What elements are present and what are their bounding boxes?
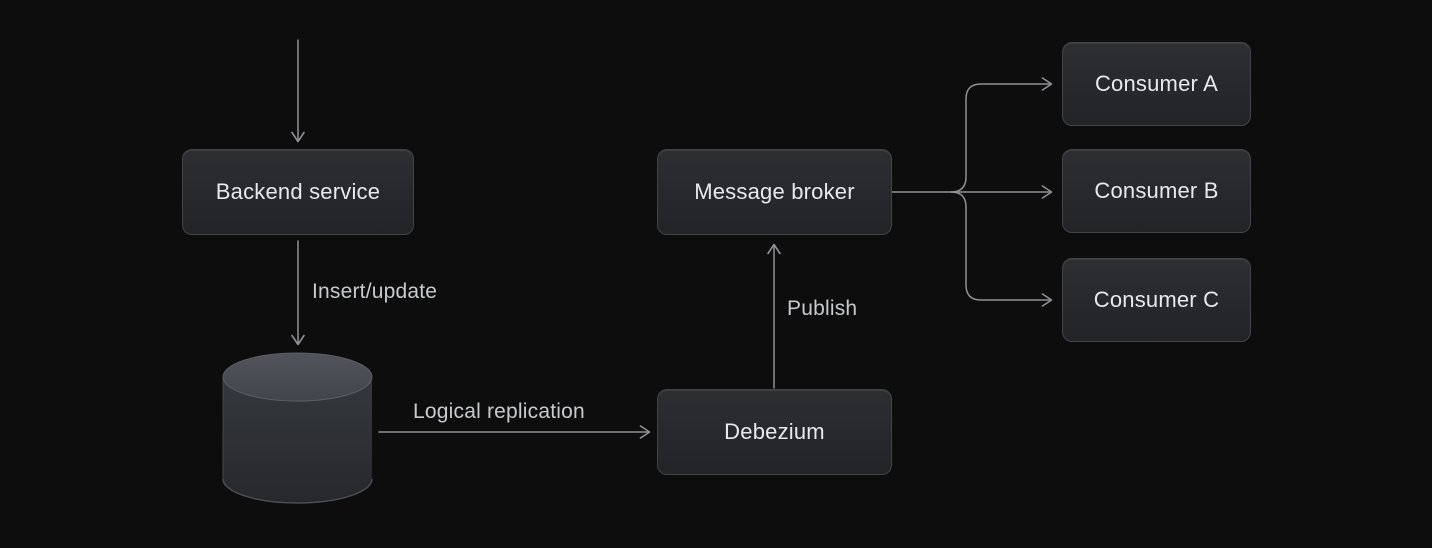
consumer-a-node: Consumer A [1062,42,1251,126]
message-broker-node: Message broker [657,149,892,235]
consumer-b-node: Consumer B [1062,149,1251,233]
debezium-node: Debezium [657,389,892,475]
insert-update-label: Insert/update [312,280,438,303]
debezium-label: Debezium [724,419,825,444]
backend-service-label: Backend service [215,179,381,204]
logical-replication-label: Logical replication [413,400,585,423]
consumer-c-label: Consumer C [1093,287,1220,312]
database-cylinder-icon [222,352,373,504]
message-broker-label: Message broker [694,179,855,204]
broker-to-consumer-a-arrow [950,77,1053,193]
consumer-c-node: Consumer C [1062,258,1251,342]
backend-service-node: Backend service [182,149,414,235]
publish-label: Publish [787,297,858,320]
consumer-a-label: Consumer A [1094,71,1219,96]
consumer-b-label: Consumer B [1094,178,1219,203]
broker-to-consumer-c-arrow [950,191,1053,307]
